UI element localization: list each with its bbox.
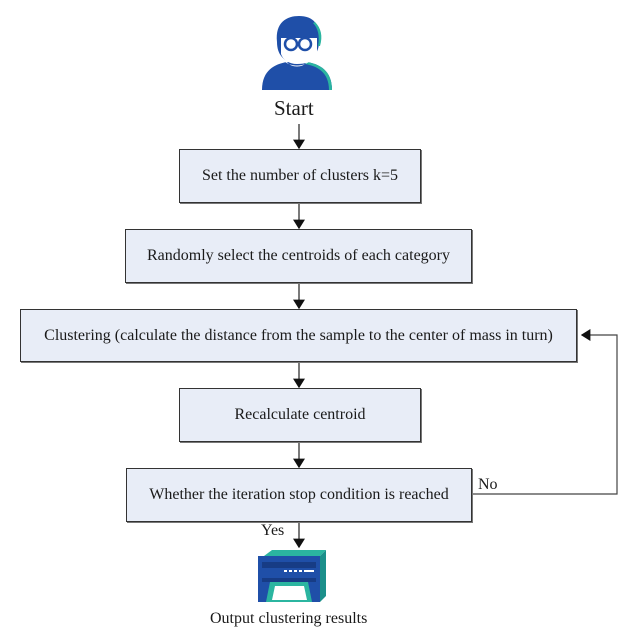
step-select-centroids: Randomly select the centroids of each ca… xyxy=(125,229,472,283)
output-label: Output clustering results xyxy=(210,610,368,627)
arrow-no-loop xyxy=(472,329,618,495)
step-stop-check: Whether the iteration stop condition is … xyxy=(126,468,472,522)
user-avatar-icon xyxy=(262,16,332,90)
no-branch-label: No xyxy=(478,476,498,493)
printer-icon xyxy=(258,550,326,602)
start-label: Start xyxy=(274,96,314,120)
step-set-clusters: Set the number of clusters k=5 xyxy=(179,149,421,203)
step-clustering: Clustering (calculate the distance from … xyxy=(20,309,577,362)
yes-branch-label: Yes xyxy=(261,522,285,539)
step-recalculate: Recalculate centroid xyxy=(179,388,421,442)
